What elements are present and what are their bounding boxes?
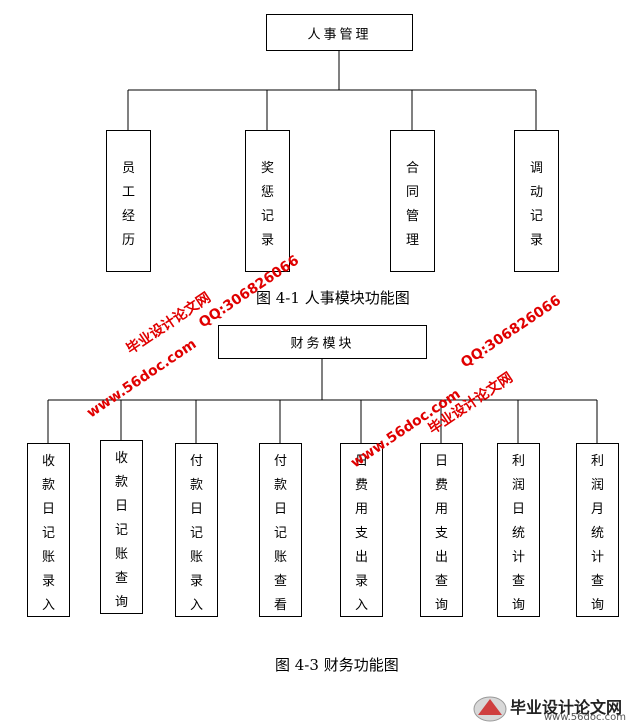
logo-icon [473, 696, 507, 722]
finance-child-box: 收款日记账录入 [27, 443, 70, 617]
figure-caption-4-1: 图 4-1 人事模块功能图 [256, 289, 410, 307]
finance-child-label: 付款日记账录入 [189, 454, 203, 613]
hr-root-label: 人事管理 [307, 27, 372, 42]
finance-child-label: 利润月统计查询 [590, 454, 604, 613]
finance-child-label: 日费用支出录入 [354, 454, 368, 613]
hr-child-label: 员工经历 [121, 161, 135, 248]
finance-root-box: 财务模块 [218, 325, 427, 359]
finance-child-box: 利润月统计查询 [576, 443, 619, 617]
finance-child-box: 日费用支出录入 [340, 443, 383, 617]
hr-child-label: 合同管理 [405, 161, 419, 248]
finance-child-label: 利润日统计查询 [511, 454, 525, 613]
hr-child-box: 奖惩记录 [245, 130, 290, 272]
figure-caption-4-3: 图 4-3 财务功能图 [275, 656, 399, 674]
hr-child-box: 调动记录 [514, 130, 559, 272]
hr-child-box: 员工经历 [106, 130, 151, 272]
finance-root-label: 财务模块 [290, 336, 355, 352]
finance-child-box: 利润日统计查询 [497, 443, 540, 617]
finance-child-label: 日费用支出查询 [434, 454, 448, 613]
corner-logo-title: 毕业设计论文网 [510, 698, 623, 717]
corner-logo-url: www.56doc.com [544, 712, 627, 723]
hr-child-label: 调动记录 [529, 161, 543, 248]
finance-child-box: 收款日记账查询 [100, 440, 143, 614]
corner-logo: 毕业设计论文网 www.56doc.com [470, 692, 640, 727]
hr-root-box: 人事管理 [266, 14, 413, 51]
finance-child-box: 付款日记账查看 [259, 443, 302, 617]
finance-child-label: 收款日记账查询 [114, 451, 128, 610]
hr-child-box: 合同管理 [390, 130, 435, 272]
finance-child-label: 付款日记账查看 [273, 454, 287, 613]
hr-child-label: 奖惩记录 [260, 161, 274, 248]
finance-child-box: 日费用支出查询 [420, 443, 463, 617]
finance-child-label: 收款日记账录入 [41, 454, 55, 613]
finance-child-box: 付款日记账录入 [175, 443, 218, 617]
